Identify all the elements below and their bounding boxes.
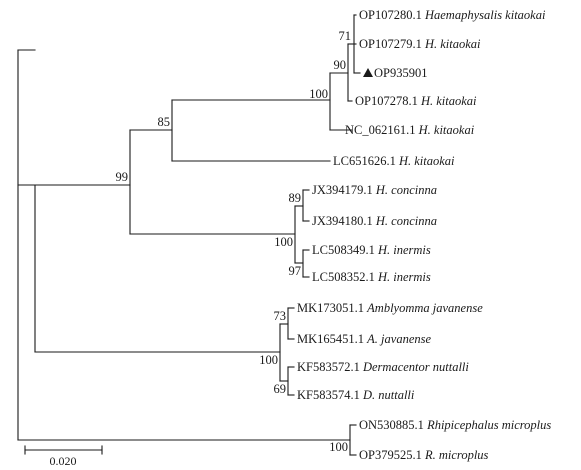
taxon-label: KF583574.1 D. nuttalli (297, 388, 415, 402)
triangle-marker-icon (363, 68, 373, 77)
bootstrap-values: 71 90 100 85 99 89 100 97 73 100 69 100 (116, 29, 352, 454)
bootstrap-value: 100 (274, 235, 293, 249)
taxon-label: OP107279.1 H. kitaokai (359, 37, 481, 51)
taxon-label: LC651626.1 H. kitaokai (333, 154, 455, 168)
taxon-label: OP935901 (374, 66, 427, 80)
bootstrap-value: 99 (116, 170, 129, 184)
taxon-label: OP379525.1 R. microplus (359, 448, 489, 462)
taxon-label: JX394180.1 H. concinna (312, 214, 437, 228)
bootstrap-value: 100 (309, 87, 328, 101)
tree-branches (17, 14, 361, 456)
taxon-label: OP107278.1 H. kitaokai (355, 94, 477, 108)
bootstrap-value: 73 (274, 309, 287, 323)
taxon-label: ON530885.1 Rhipicephalus microplus (359, 418, 551, 432)
bootstrap-value: 97 (289, 264, 302, 278)
bootstrap-value: 100 (259, 353, 278, 367)
taxon-label: MK173051.1 Amblyomma javanense (297, 301, 483, 315)
taxon-label: OP107280.1 Haemaphysalis kitaokai (359, 8, 546, 22)
taxon-label: LC508349.1 H. inermis (312, 243, 431, 257)
taxon-label: MK165451.1 A. javanense (297, 332, 431, 346)
bootstrap-value: 100 (329, 440, 348, 454)
scale-bar-label: 0.020 (50, 454, 77, 468)
bootstrap-value: 90 (334, 58, 347, 72)
taxon-label: LC508352.1 H. inermis (312, 270, 431, 284)
bootstrap-value: 69 (274, 382, 287, 396)
scale-bar: 0.020 (24, 445, 103, 468)
bootstrap-value: 71 (339, 29, 352, 43)
taxon-labels: OP107280.1 Haemaphysalis kitaokai OP1072… (297, 8, 551, 462)
bootstrap-value: 85 (158, 115, 171, 129)
bootstrap-value: 89 (289, 191, 302, 205)
taxon-label: KF583572.1 Dermacentor nuttalli (297, 360, 469, 374)
taxon-label: JX394179.1 H. concinna (312, 183, 437, 197)
taxon-label: NC_062161.1 H. kitaokai (345, 123, 475, 137)
